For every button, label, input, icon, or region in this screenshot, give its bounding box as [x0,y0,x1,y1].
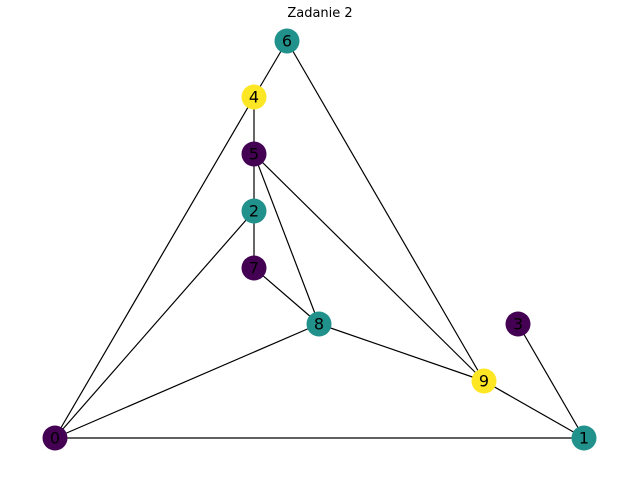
edge-6-9 [286,40,485,382]
node-circle [505,311,531,337]
node-label: 3 [513,315,523,334]
node-9: 9 [471,368,497,394]
node-label: 7 [249,259,259,278]
node-circle [306,311,332,337]
edge-2-0 [54,210,255,439]
node-label: 4 [249,88,259,107]
node-circle [241,198,267,224]
node-circle [241,84,267,110]
node-label: 5 [249,145,259,164]
node-circle [571,425,597,451]
node-label: 2 [249,202,259,221]
node-4: 4 [241,84,267,110]
edge-4-0 [54,96,255,439]
node-circle [274,28,300,54]
edge-5-9 [253,153,485,382]
edge-5-8 [253,153,320,325]
node-circle [42,425,68,451]
node-2: 2 [241,198,267,224]
edge-8-0 [54,323,320,439]
node-label: 1 [579,429,589,448]
edge-7-8 [253,267,320,325]
node-1: 1 [571,425,597,451]
node-circle [241,255,267,281]
node-6: 6 [274,28,300,54]
node-circle [471,368,497,394]
node-label: 6 [282,32,292,51]
node-label: 0 [50,429,60,448]
node-5: 5 [241,141,267,167]
node-circle [241,141,267,167]
diagram-title: Zadanie 2 [287,6,352,21]
node-label: 8 [314,315,324,334]
edge-layer [54,40,585,439]
node-7: 7 [241,255,267,281]
edge-9-1 [483,380,585,439]
edge-8-9 [318,323,485,382]
node-layer: 0 1 2 3 4 5 6 7 8 9 [42,28,597,451]
node-8: 8 [306,311,332,337]
node-0: 0 [42,425,68,451]
node-label: 9 [479,372,489,391]
node-3: 3 [505,311,531,337]
edge-3-1 [517,323,585,439]
